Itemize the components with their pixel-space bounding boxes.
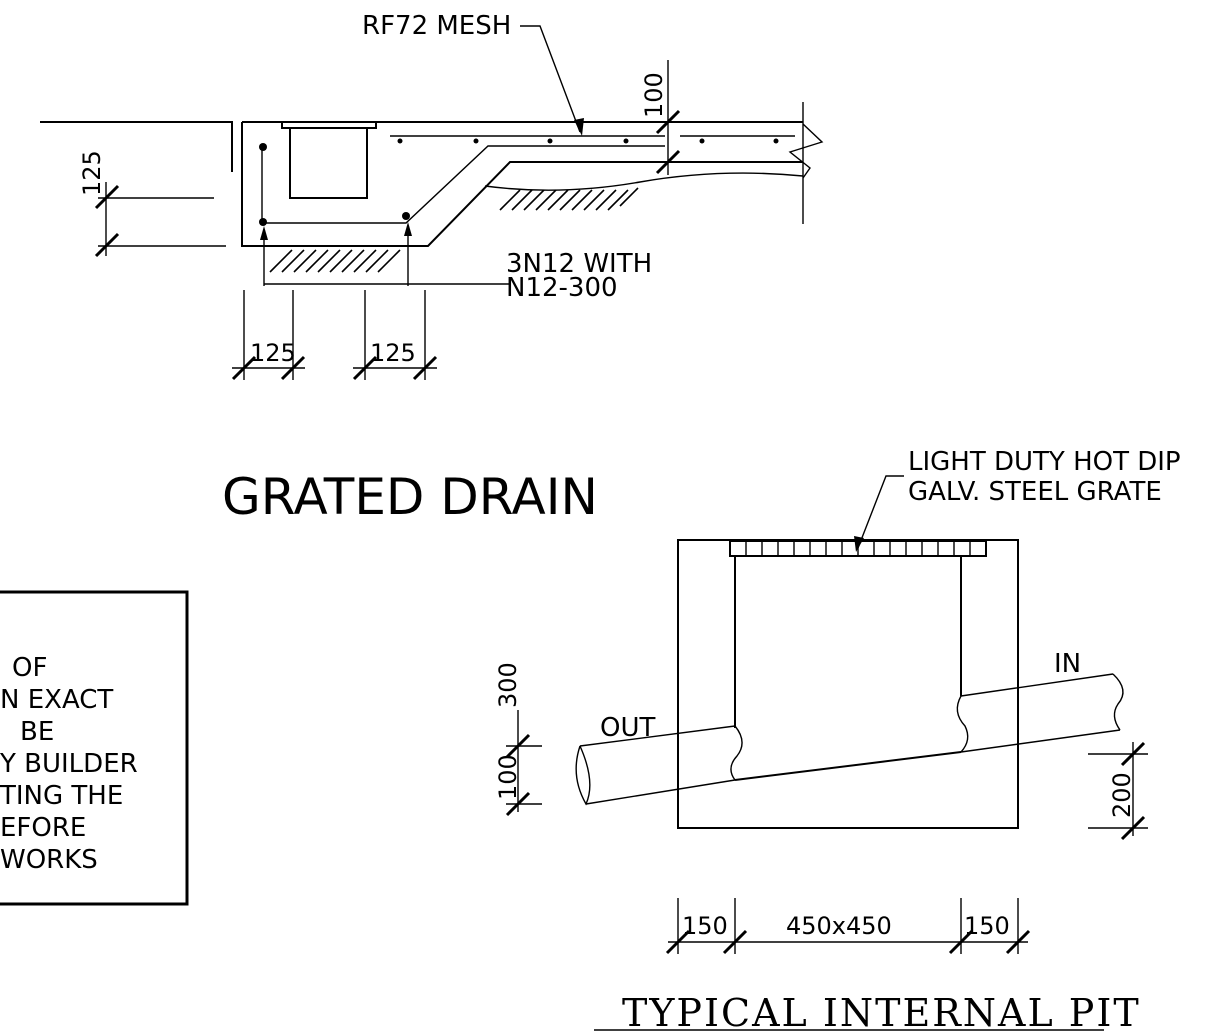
arrow-head (854, 536, 864, 552)
dim-bottom-2: 125 (370, 339, 416, 367)
grated-drain-title: GRATED DRAIN (222, 468, 598, 526)
outlet-pipe-break (730, 725, 743, 781)
ground-line (484, 172, 804, 191)
dim-tick (1120, 741, 1146, 767)
note-line-7: WORKS (0, 845, 98, 875)
in-label: IN (1054, 649, 1081, 679)
pit-outline (677, 539, 1019, 829)
note-line-1: OF (12, 653, 47, 683)
dim-left-top: 300 (494, 662, 522, 708)
rebar-dot (259, 218, 267, 226)
grate-leader (857, 475, 904, 549)
internal-pit: LIGHT DUTY HOT DIP GALV. STEEL GRATE IN … (494, 447, 1181, 1035)
note-line-2: N EXACT (0, 685, 113, 715)
bar-label-line-2: N12-300 (506, 273, 618, 303)
inlet-pipe-top (960, 673, 1114, 697)
outlet-pipe-end (575, 745, 591, 806)
dim-tick (352, 355, 378, 381)
mesh-leader (520, 25, 581, 133)
note-box: OF N EXACT BE Y BUILDER TING THE EFORE W… (0, 590, 189, 906)
outlet-pipe-top (579, 725, 736, 747)
reinforcement-bar (261, 145, 665, 224)
dim-tick (655, 109, 681, 135)
mesh-dot (623, 138, 629, 144)
dim-tick (280, 355, 306, 381)
rebar-dot (402, 212, 410, 220)
mesh-dot (699, 138, 705, 144)
dim-tick (665, 929, 691, 955)
dim-tick (94, 184, 120, 210)
arrow-head (574, 118, 584, 136)
outlet-pipe-bottom (585, 779, 736, 805)
dim-right: 200 (1108, 772, 1136, 818)
grated-drain-section: RF72 MESH 100 125 3N12 WITH N12-300 125 … (40, 11, 824, 526)
grate-label-line-1: LIGHT DUTY HOT DIP (908, 447, 1181, 477)
mesh-dot (397, 138, 403, 144)
dim-wall-left: 150 (682, 912, 728, 940)
dim-wall-right: 150 (964, 912, 1010, 940)
pit-floor (734, 751, 962, 781)
grate-frame (281, 121, 377, 129)
drain-channel (289, 128, 368, 199)
dim-left-bottom: 100 (494, 754, 522, 800)
dim-bottom-1: 125 (250, 339, 296, 367)
grate-label-line-2: GALV. STEEL GRATE (908, 477, 1162, 507)
dim-tick (948, 929, 974, 955)
mesh-dot (547, 138, 553, 144)
bar-label-line-1: 3N12 WITH (506, 249, 652, 279)
drain-bottom-outline (241, 122, 803, 247)
arrow-head (260, 226, 268, 240)
dim-tick (505, 733, 531, 759)
dim-slab-top: 100 (640, 72, 668, 118)
note-line-6: EFORE (0, 813, 86, 843)
dim-tick (505, 791, 531, 817)
inlet-pipe-end (1112, 673, 1124, 731)
mesh-dot (773, 138, 779, 144)
rebar-dot (259, 143, 267, 151)
existing-slab-outline (40, 121, 233, 172)
ground-hatch (269, 187, 639, 273)
break-line (788, 123, 824, 179)
pit-title: TYPICAL INTERNAL PIT (622, 991, 1141, 1035)
dim-tick (655, 149, 681, 175)
dim-size: 450x450 (786, 912, 892, 940)
note-box-frame (0, 590, 189, 906)
note-line-3: BE (20, 717, 54, 747)
dim-tick (1120, 815, 1146, 841)
out-label: OUT (600, 713, 655, 743)
dim-tick (1005, 929, 1031, 955)
mesh-dot (473, 138, 479, 144)
inlet-pipe-bottom (960, 729, 1121, 753)
dim-tick (722, 929, 748, 955)
note-line-4: Y BUILDER (0, 749, 138, 779)
mesh-label: RF72 MESH (362, 11, 511, 41)
dim-tick (231, 355, 257, 381)
arrow-head (404, 222, 412, 236)
dim-left-125: 125 (78, 150, 106, 196)
dim-tick (412, 355, 438, 381)
dim-tick (94, 232, 120, 258)
note-line-5: TING THE (0, 781, 123, 811)
inlet-pipe-break (956, 695, 969, 753)
